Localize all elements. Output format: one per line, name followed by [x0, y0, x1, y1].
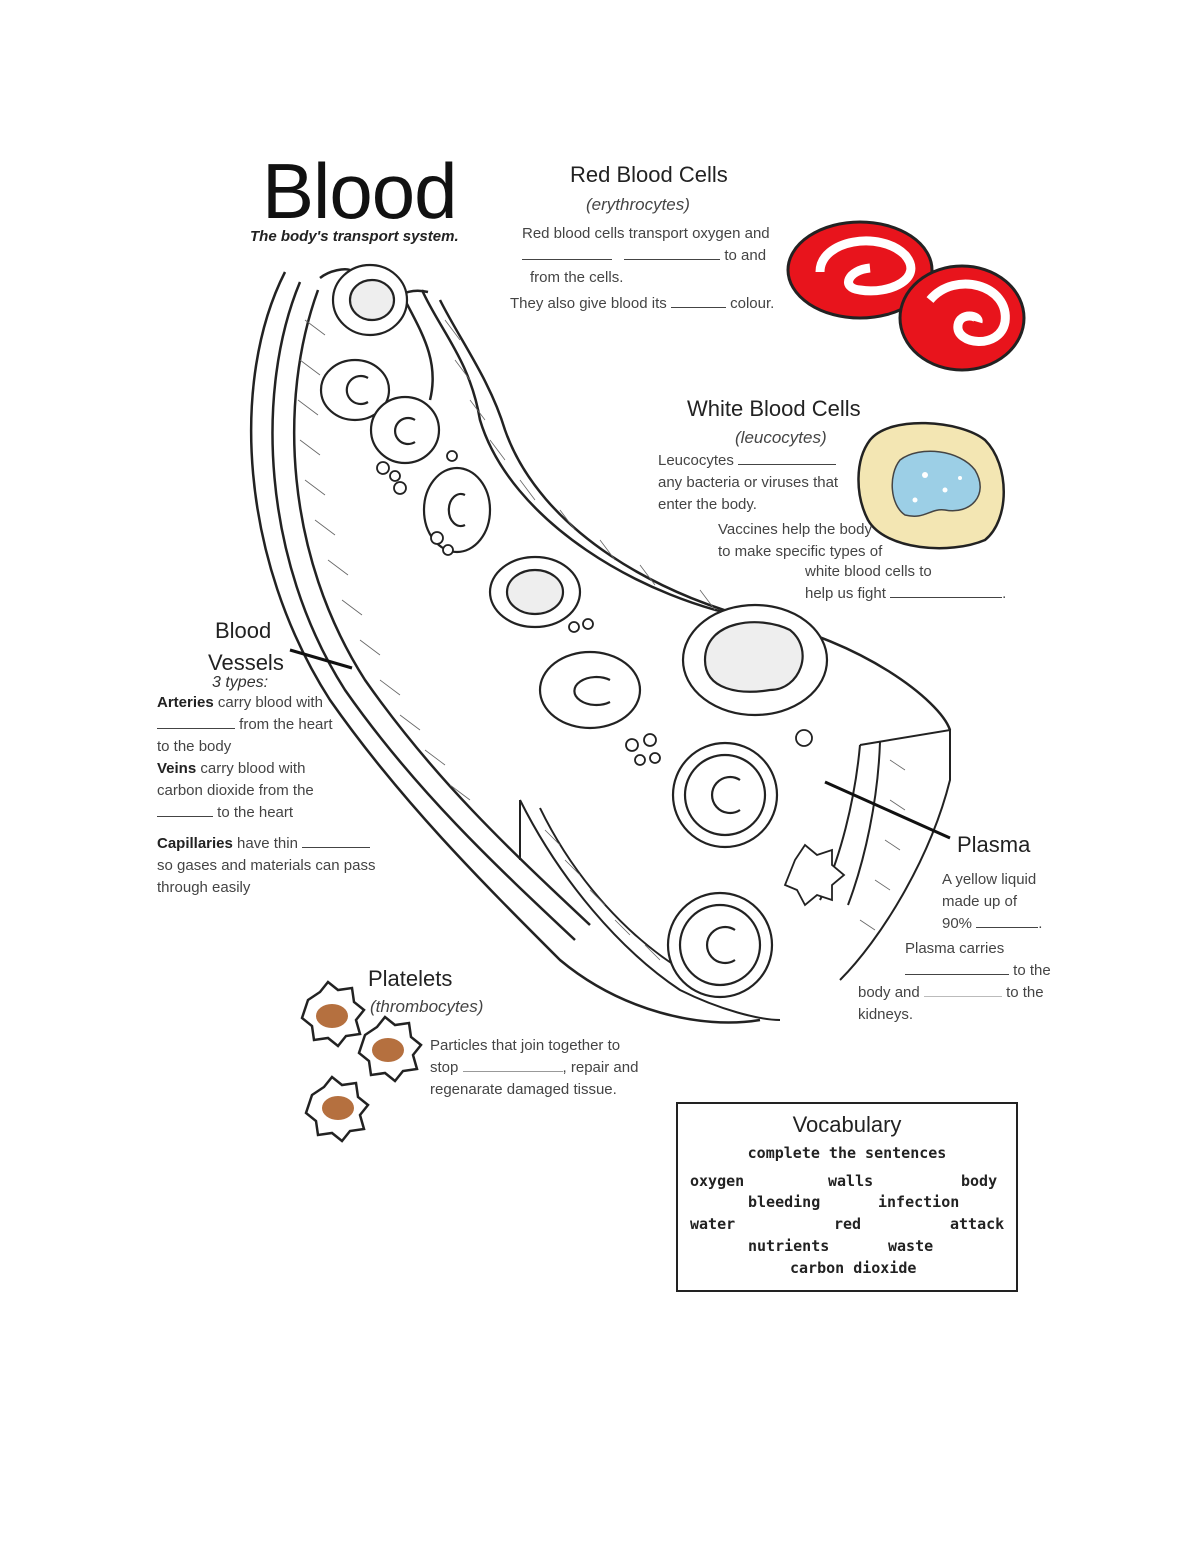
capillaries-line-3: through easily	[157, 879, 251, 896]
vessel-platelet-dots	[376, 450, 846, 907]
wbc-line-2: any bacteria or viruses that	[658, 474, 839, 491]
wbc-line-4: Vaccines help the body	[718, 521, 872, 538]
rbc-line-4-end: colour.	[730, 295, 775, 312]
arteries-text: carry blood with	[217, 694, 323, 711]
vocab-word: infection	[878, 1193, 960, 1211]
wbc-blank-infection[interactable]	[890, 584, 1003, 598]
platelets-latin-name: (thrombocytes)	[370, 997, 484, 1016]
wbc-line-7: help us fight .	[805, 583, 1006, 605]
label-pointer-lines	[289, 648, 951, 840]
vocab-word: nutrients	[748, 1237, 830, 1255]
plasma-line-5: to the	[905, 960, 1051, 982]
platelets-line-2-start: stop	[430, 1059, 459, 1076]
vessels-types: 3 types:	[212, 674, 269, 691]
plasma-line-7: kidneys.	[858, 1006, 914, 1023]
wbc-line-7-text: help us fight	[805, 585, 886, 602]
wbc-line-3: enter the body.	[658, 496, 757, 513]
vocab-word: walls	[828, 1172, 874, 1190]
vocab-word: bleeding	[748, 1193, 821, 1211]
vessel-walls	[249, 268, 952, 1024]
arteries-term: Arteries	[157, 694, 214, 711]
capillaries-text: have thin	[237, 835, 298, 852]
platelets-line-2: stop , repair and	[430, 1057, 638, 1079]
plasma-blank-waste[interactable]	[923, 983, 1002, 997]
platelets-line-3: regenarate damaged tissue.	[430, 1081, 617, 1098]
rbc-line-1: Red blood cells transport oxygen and	[522, 225, 770, 242]
arteries-line-1: Arteries carry blood with	[157, 692, 323, 714]
plasma-heading: Plasma	[957, 832, 1031, 857]
rbc-blank-1[interactable]	[522, 246, 612, 260]
arteries-line-2: from the heart	[157, 714, 333, 736]
capillaries-blank-walls[interactable]	[302, 834, 371, 848]
plasma-line-4: Plasma carries	[905, 940, 1005, 957]
plasma-blank-water[interactable]	[976, 914, 1039, 928]
vessels-heading-2: Vessels	[208, 650, 284, 675]
vocabulary-title: Vocabulary	[792, 1112, 902, 1137]
vocab-word: water	[690, 1215, 736, 1233]
arteries-blank-oxygen[interactable]	[157, 715, 235, 729]
arteries-line-2-text: from the heart	[239, 716, 333, 733]
vessel-rbc-outlines	[319, 358, 779, 999]
vocab-word: oxygen	[690, 1172, 745, 1190]
vessel-mesh-texture	[297, 319, 906, 961]
veins-text: carry blood with	[200, 760, 306, 777]
veins-line-1: Veins carry blood with	[157, 758, 305, 780]
rbc-line-2-text: to and	[724, 247, 767, 264]
rbc-line-4: They also give blood its colour.	[510, 293, 774, 315]
rbc-line-3: from the cells.	[530, 269, 624, 286]
vocab-word: body	[961, 1172, 998, 1190]
platelets-heading: Platelets	[368, 966, 453, 991]
vocabulary-box: Vocabulary complete the sentences oxygen…	[676, 1102, 1018, 1292]
veins-line-3-text: to the heart	[217, 804, 294, 821]
wbc-blank-attack[interactable]	[738, 451, 837, 465]
plasma-line-3-text: 90%	[942, 915, 973, 932]
wbc-line-1: Leucocytes	[658, 450, 837, 472]
vessels-heading-1: Blood	[215, 618, 272, 643]
rbc-line-2: to and	[522, 245, 766, 267]
wbc-heading: White Blood Cells	[687, 396, 861, 421]
veins-blank-body[interactable]	[157, 803, 213, 817]
vocab-word: red	[834, 1215, 862, 1233]
rbc-heading: Red Blood Cells	[570, 162, 728, 187]
plasma-line-6-end: to the	[1006, 984, 1044, 1001]
plasma-line-1: A yellow liquid	[942, 871, 1037, 888]
rbc-line-4-start: They also give blood its	[510, 295, 667, 312]
plasma-line-3: 90% .	[942, 913, 1042, 935]
rbc-latin-name: (erythrocytes)	[586, 195, 690, 214]
page-title: Blood	[262, 147, 457, 235]
wbc-latin-name: (leucocytes)	[735, 428, 827, 447]
wbc-line-1-text: Leucocytes	[658, 452, 734, 469]
page-subtitle: The body's transport system.	[250, 228, 459, 245]
wbc-line-7-end: .	[1002, 585, 1007, 602]
rbc-blank-2[interactable]	[624, 246, 721, 260]
rbc-blank-colour[interactable]	[670, 294, 726, 308]
platelets-line-1: Particles that join together to	[430, 1037, 621, 1054]
wbc-line-5: to make specific types of	[718, 543, 883, 560]
vocab-word: carbon dioxide	[790, 1259, 917, 1277]
veins-term: Veins	[157, 760, 197, 777]
plasma-blank-nutrients[interactable]	[905, 961, 1009, 975]
plasma-line-2: made up of	[942, 893, 1018, 910]
plasma-line-3-end: .	[1038, 915, 1043, 932]
vocab-word: attack	[950, 1215, 1005, 1233]
white-blood-cell-illustration	[857, 421, 1005, 550]
arteries-line-3: to the body	[157, 738, 232, 755]
capillaries-line-2: so gases and materials can pass	[157, 857, 376, 874]
plasma-line-6: body and to the	[858, 982, 1044, 1004]
vocab-word: waste	[888, 1237, 934, 1255]
plasma-line-6-start: body and	[858, 984, 920, 1001]
platelets-blank-bleeding[interactable]	[462, 1058, 563, 1072]
veins-line-2: carbon dioxide from the	[157, 782, 314, 799]
platelets-illustration	[300, 980, 423, 1143]
vessel-wbc-outlines	[331, 263, 829, 717]
red-blood-cell-illustration	[786, 220, 1026, 372]
veins-line-3: to the heart	[157, 802, 293, 824]
vocabulary-subtitle: complete the sentences	[747, 1144, 947, 1162]
plasma-line-5-text: to the	[1013, 962, 1051, 979]
capillaries-term: Capillaries	[157, 835, 233, 852]
platelets-line-2-end: , repair and	[562, 1059, 639, 1076]
wbc-line-6: white blood cells to	[805, 563, 932, 580]
capillaries-line-1: Capillaries have thin	[157, 833, 371, 855]
